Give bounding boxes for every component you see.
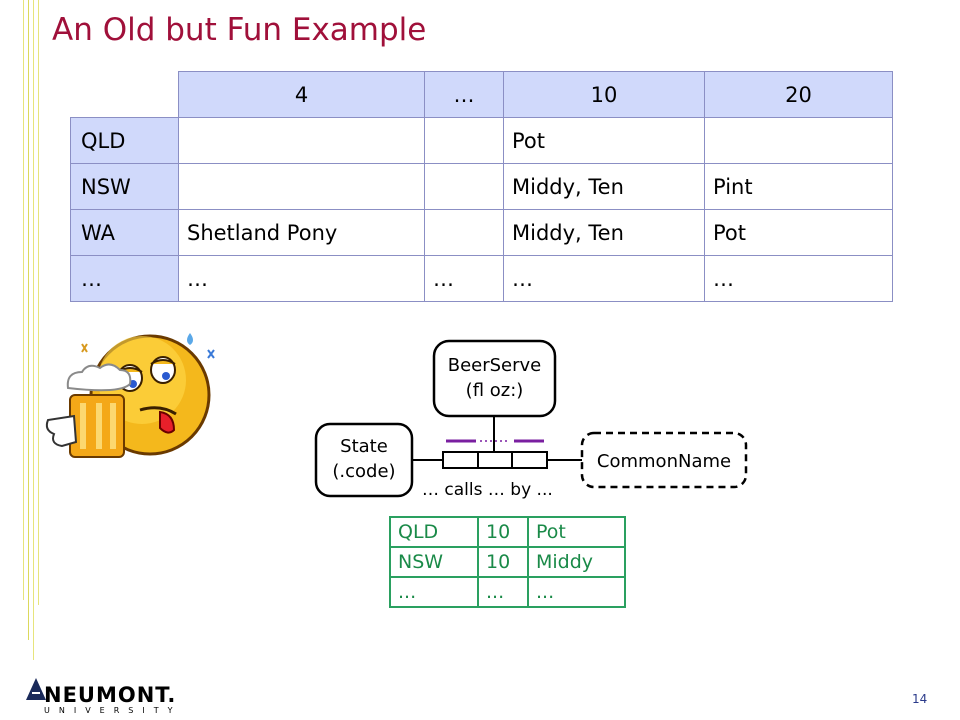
table-row: … … … … … (70, 255, 893, 302)
table-cell (424, 209, 504, 256)
neumont-logo-icon (26, 678, 46, 700)
table-header-cell: … (424, 71, 504, 118)
commonname-label: CommonName (597, 451, 731, 472)
decor-line-2 (28, 0, 29, 640)
state-refmode-label: (.code) (332, 461, 395, 482)
population-cell: ... (527, 576, 626, 608)
state-label: State (340, 436, 388, 457)
decor-line-4 (38, 0, 39, 605)
logo-subtitle: UNIVERSITY (44, 706, 182, 715)
logo-wordmark: NEUMONT. (44, 683, 177, 707)
table-corner-cell (70, 71, 179, 118)
drunk-smiley-with-beer-mug-icon (45, 333, 215, 458)
population-cell: 10 (477, 516, 529, 548)
population-cell: NSW (389, 546, 479, 578)
table-cell: Shetland Pony (178, 209, 425, 256)
state-row-header: WA (70, 209, 179, 256)
role-box-2 (477, 451, 513, 469)
table-cell: Pot (503, 117, 705, 164)
state-entity (314, 422, 414, 498)
beerserve-entity (432, 339, 557, 418)
beerserve-label: BeerServe (448, 355, 542, 376)
population-cell: 10 (477, 546, 529, 578)
table-header-cell: 20 (704, 71, 893, 118)
table-cell: Pint (704, 163, 893, 210)
table-cell: Middy, Ten (503, 163, 705, 210)
population-cell: ... (389, 576, 479, 608)
table-row: NSW Middy, Ten Pint (70, 163, 893, 210)
decor-line-1 (23, 0, 24, 600)
population-cell: Pot (527, 516, 626, 548)
beerserve-unit-label: (fl oz:) (466, 380, 524, 401)
table-header-row: 4 … 10 20 (70, 71, 893, 118)
sample-population-table: QLD 10 Pot NSW 10 Middy ... ... ... (389, 516, 626, 608)
table-cell: Middy, Ten (503, 209, 705, 256)
table-row: NSW 10 Middy (389, 546, 626, 578)
table-row: WA Shetland Pony Middy, Ten Pot (70, 209, 893, 256)
population-cell: QLD (389, 516, 479, 548)
table-row: QLD Pot (70, 117, 893, 164)
table-row: QLD 10 Pot (389, 516, 626, 548)
serve-names-table: 4 … 10 20 QLD Pot NSW Middy, Ten Pint WA… (70, 71, 893, 302)
population-cell: ... (477, 576, 529, 608)
table-cell: … (424, 255, 504, 302)
table-cell: … (503, 255, 705, 302)
state-row-header: … (70, 255, 179, 302)
table-row: ... ... ... (389, 576, 626, 608)
population-cell: Middy (527, 546, 626, 578)
decor-line-3 (33, 0, 34, 660)
role-box-3 (511, 451, 548, 469)
table-header-cell: 10 (503, 71, 705, 118)
commonname-value-type (580, 431, 748, 489)
page-number: 14 (912, 692, 928, 706)
slide-title: An Old but Fun Example (52, 12, 427, 48)
table-cell (704, 117, 893, 164)
fact-type-reading: … calls … by ... (422, 480, 553, 500)
table-cell: … (704, 255, 893, 302)
state-row-header: NSW (70, 163, 179, 210)
state-row-header: QLD (70, 117, 179, 164)
table-cell: … (178, 255, 425, 302)
role-box-1 (442, 451, 479, 469)
table-cell (178, 117, 425, 164)
